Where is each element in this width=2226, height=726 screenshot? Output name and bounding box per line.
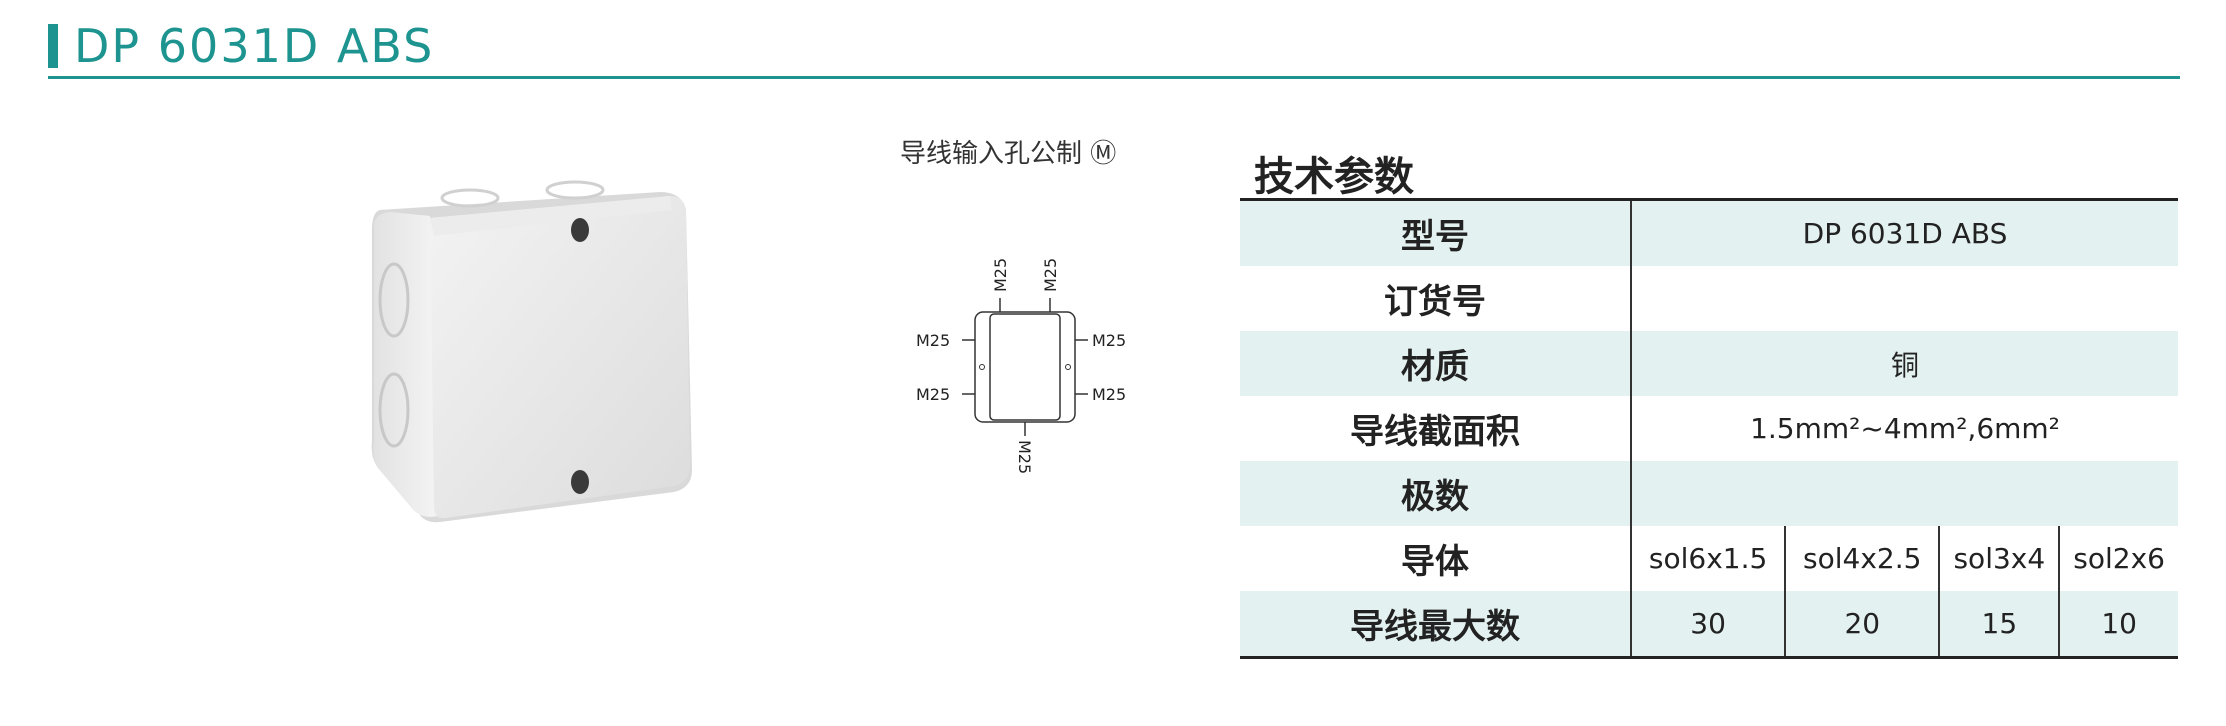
table-row: 导体 sol6x1.5 sol4x2.5 sol3x4 sol2x6	[1240, 526, 2178, 591]
table-row: 导线截面积 1.5mm²~4mm²,6mm²	[1240, 396, 2178, 461]
label-left-upper: M25	[916, 331, 950, 350]
model-value: DP 6031D ABS	[1631, 199, 2178, 266]
spec-title: 技术参数	[1254, 154, 1414, 200]
junction-box-image	[371, 180, 692, 523]
page-header: DP 6031D ABS	[48, 18, 2180, 80]
label-bottom: M25	[1015, 440, 1034, 474]
label-top-left: M25	[991, 258, 1010, 292]
header-accent-bar	[48, 24, 58, 68]
row-label: 导体	[1240, 526, 1632, 591]
table-row: 型号 DP 6031D ABS	[1240, 199, 2178, 266]
screw-mark-left	[979, 364, 985, 370]
material-value: 铜	[1631, 331, 2178, 396]
label-right-upper: M25	[1092, 331, 1126, 350]
row-label: 订货号	[1240, 266, 1632, 331]
row-label: 导线最大数	[1240, 591, 1632, 658]
label-left-lower: M25	[916, 385, 950, 404]
header-divider	[48, 76, 2180, 79]
page-title: DP 6031D ABS	[74, 19, 435, 73]
lid-outline	[989, 313, 1061, 421]
label-right-lower: M25	[1092, 385, 1126, 404]
table-row: 极数	[1240, 461, 2178, 526]
max-wires-value: 15	[1939, 591, 2061, 658]
label-top-right: M25	[1041, 258, 1060, 292]
max-wires-value: 20	[1785, 591, 1941, 658]
order-value	[1631, 266, 2178, 331]
row-label: 材质	[1240, 331, 1632, 396]
conductor-value: sol2x6	[2073, 542, 2165, 575]
conductor-value: sol6x1.5	[1631, 526, 1787, 591]
spec-table: 型号 DP 6031D ABS 订货号 材质 铜 导线截面积 1.5mm²~4m…	[1240, 198, 2178, 659]
cross-section-value: 1.5mm²~4mm²,6mm²	[1750, 412, 2060, 445]
table-row: 导线最大数 30 20 15 10	[1240, 591, 2178, 658]
table-row: 材质 铜	[1240, 331, 2178, 396]
table-row: 订货号	[1240, 266, 2178, 331]
wire-entry-diagram: M25 M25 M25 M25 M25 M25 M25	[916, 258, 1126, 474]
row-label: 型号	[1240, 199, 1632, 266]
row-label: 极数	[1240, 461, 1632, 526]
conductor-value: sol4x2.5	[1785, 526, 1941, 591]
screw-mark-right	[1065, 364, 1071, 370]
poles-value	[1631, 461, 2178, 526]
conductor-value: sol3x4	[1939, 526, 2061, 591]
max-wires-value: 30	[1631, 591, 1787, 658]
wire-entry-caption: 导线输入孔公制 Ⓜ	[900, 139, 1117, 169]
row-label: 导线截面积	[1240, 396, 1632, 461]
max-wires-value: 10	[2059, 591, 2178, 658]
